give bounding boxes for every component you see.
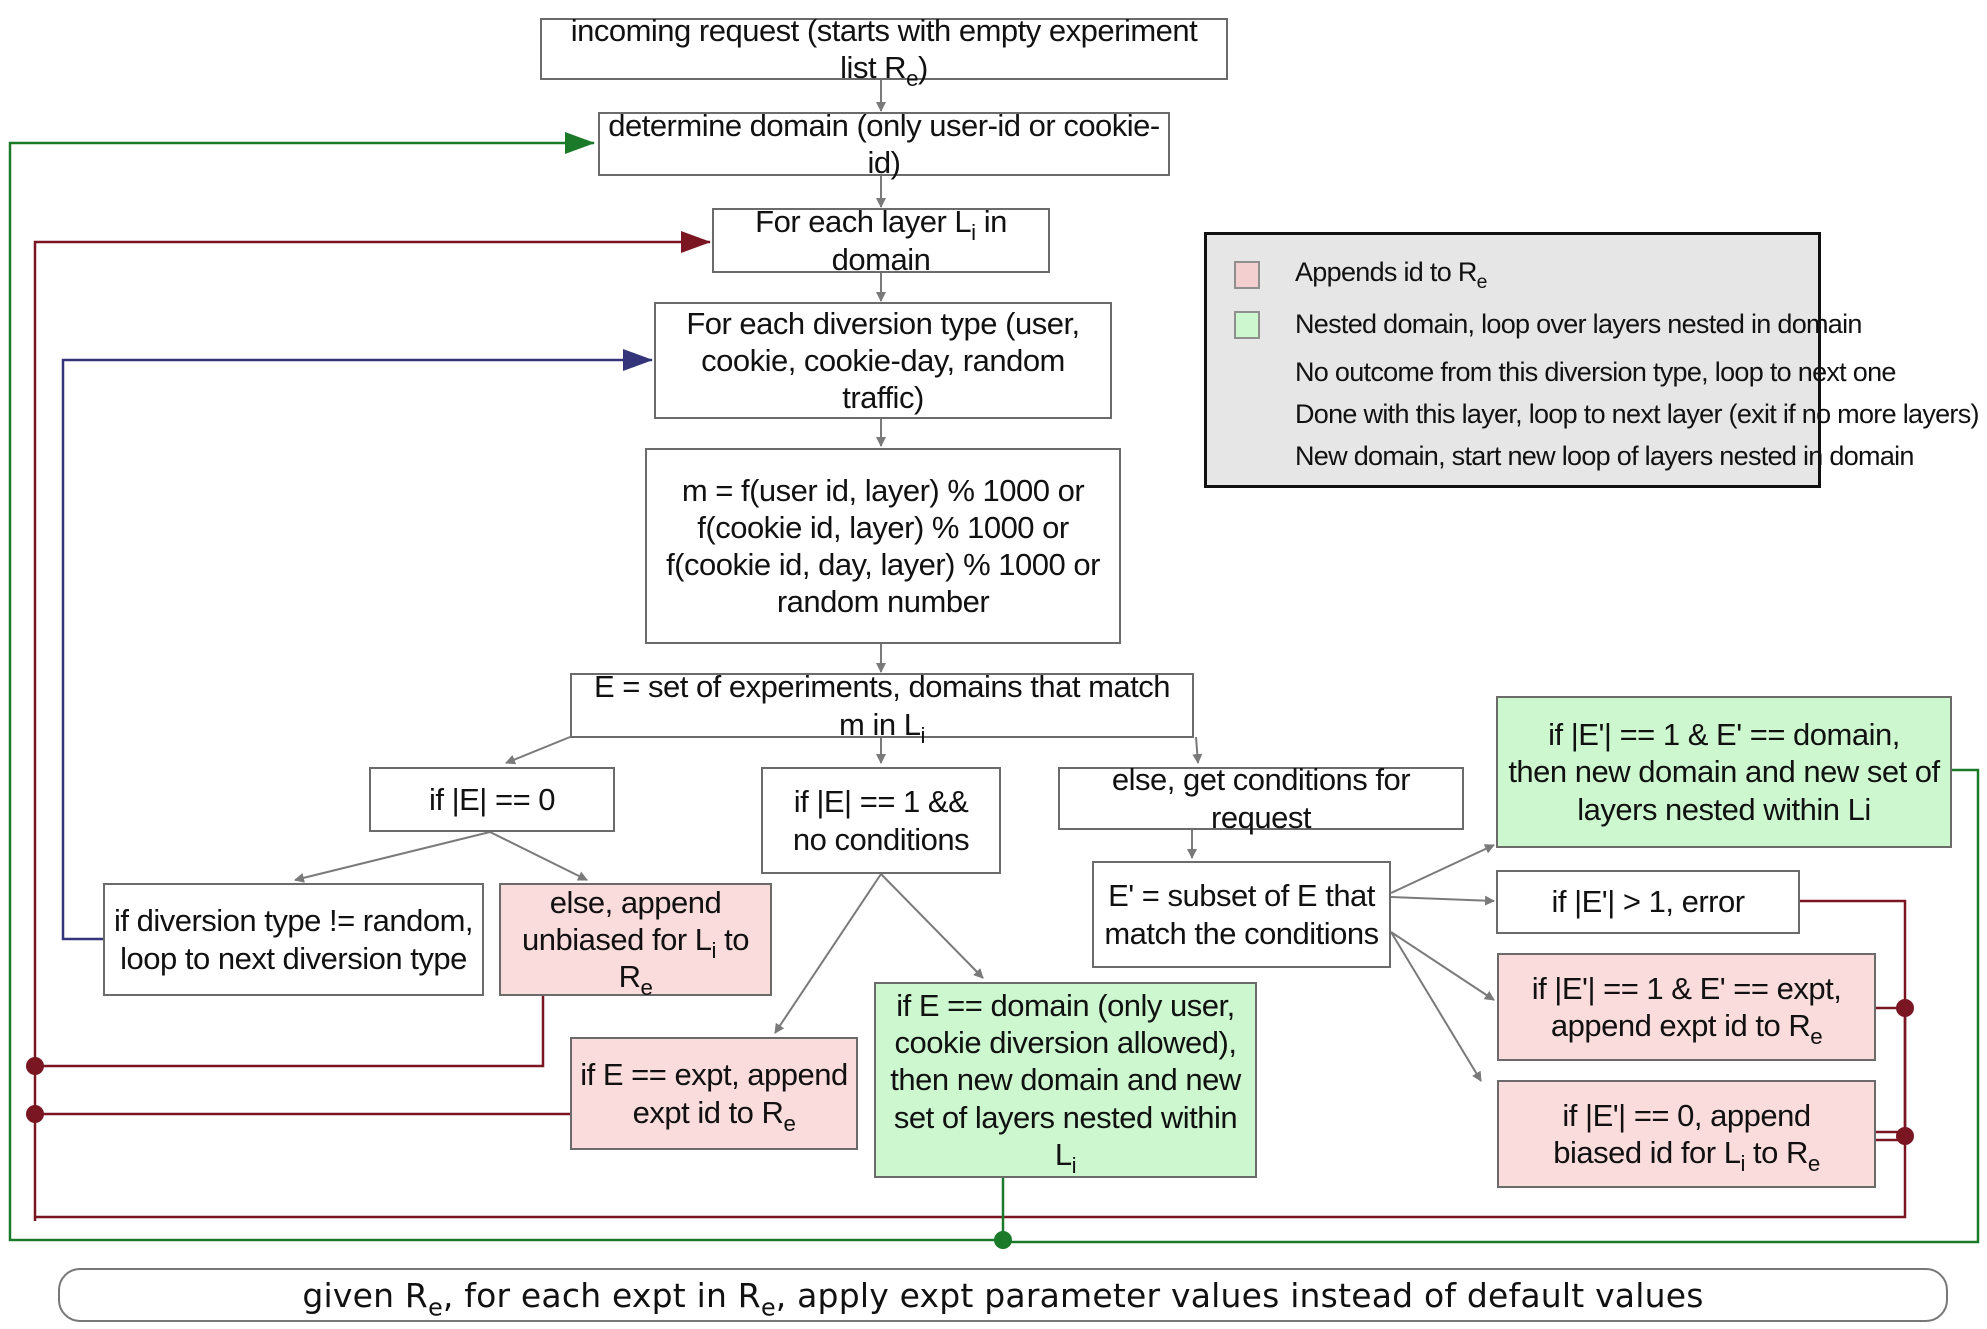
legend-item-appends: Appends id to Re xyxy=(1295,257,1487,293)
legend-item-new-domain: New domain, start new loop of layers nes… xyxy=(1295,441,1914,471)
junction-dot xyxy=(26,1105,44,1123)
arrow-eset-to-if-e0 xyxy=(505,736,571,765)
arrow-eprime-to-expt xyxy=(1390,931,1495,1001)
red-from-append-unbiased xyxy=(35,996,545,1068)
legend-pink-swatch xyxy=(1234,261,1260,289)
loop-next-layer xyxy=(33,231,711,1221)
if-diversion-box: if diversion type != random, loop to nex… xyxy=(103,883,484,996)
green-from-ep-domain xyxy=(1003,768,1980,1244)
incoming-request-label: incoming request (starts with empty expe… xyxy=(570,12,1198,85)
junction-dot xyxy=(1896,1127,1914,1145)
each-layer-label: For each layer L xyxy=(755,204,972,240)
arrow-eset-to-else xyxy=(1192,736,1203,764)
each-layer-box: For each layer Li in domain xyxy=(712,204,1050,277)
determine-domain-label: determine domain (only user-id or cookie… xyxy=(608,107,1160,180)
e-prime-subset-box: E' = subset of E that match the conditio… xyxy=(1092,861,1391,968)
arrow-eprime-to-zero xyxy=(1390,931,1482,1082)
junction-dot-green xyxy=(994,1231,1012,1249)
legend-green-swatch xyxy=(1234,311,1260,339)
arrow-eprime-to-error xyxy=(1390,895,1495,906)
arrow-e0-to-ifdiv xyxy=(294,831,491,883)
arrow-e1-to-domain xyxy=(880,873,984,979)
else-conditions-box: else, get conditions for request xyxy=(1058,762,1464,835)
arrow-eprime-to-domain xyxy=(1390,844,1495,894)
e-prime-zero-box: if |E'| == 0, append biased id for Li to… xyxy=(1497,1080,1876,1188)
red-from-error xyxy=(1800,899,1907,1136)
if-e-one-box: if |E| == 1 && no conditions xyxy=(761,767,1001,874)
determine-domain-box: determine domain (only user-id or cookie… xyxy=(598,108,1170,180)
if-e-zero-box: if |E| == 0 xyxy=(369,767,615,832)
apply-parameters-footer: given Re, for each expt in Re, apply exp… xyxy=(58,1268,1948,1322)
loop-next-diversion-type xyxy=(61,349,653,941)
e-prime-error-box: if |E'| > 1, error xyxy=(1496,870,1800,934)
incoming-request-box: incoming request (starts with empty expe… xyxy=(540,13,1228,89)
if-domain-box: if E == domain (only user, cookie divers… xyxy=(874,982,1257,1178)
legend-panel: Appends id to Re Nested domain, loop ove… xyxy=(1204,232,1980,488)
m-calculation-box: m = f(user id, layer) % 1000 or f(cookie… xyxy=(645,448,1121,644)
arrow-e1-to-expt xyxy=(774,873,882,1034)
junction-dot xyxy=(26,1057,44,1075)
legend-item-no-outcome: No outcome from this diversion type, loo… xyxy=(1295,357,1896,387)
experiment-set-label: E = set of experiments, domains that mat… xyxy=(593,669,1171,742)
legend-item-done-layer: Done with this layer, loop to next layer… xyxy=(1295,399,1980,429)
arrow-e0-to-append xyxy=(489,831,588,881)
legend-item-nested-domain: Nested domain, loop over layers nested i… xyxy=(1295,309,1862,339)
if-expt-append-box: if E == expt, append expt id to Re xyxy=(570,1037,858,1150)
experiment-set-box: E = set of experiments, domains that mat… xyxy=(570,669,1194,746)
diversion-type-box: For each diversion type (user, cookie, c… xyxy=(654,302,1112,419)
e-prime-expt-box: if |E'| == 1 & E' == expt, append expt i… xyxy=(1497,953,1876,1061)
junction-dot xyxy=(1896,999,1914,1017)
e-prime-domain-box: if |E'| == 1 & E' == domain, then new do… xyxy=(1496,696,1952,848)
loop-new-domain xyxy=(8,132,1003,1242)
append-unbiased-box: else, append unbiased for Li to Re xyxy=(499,883,772,999)
